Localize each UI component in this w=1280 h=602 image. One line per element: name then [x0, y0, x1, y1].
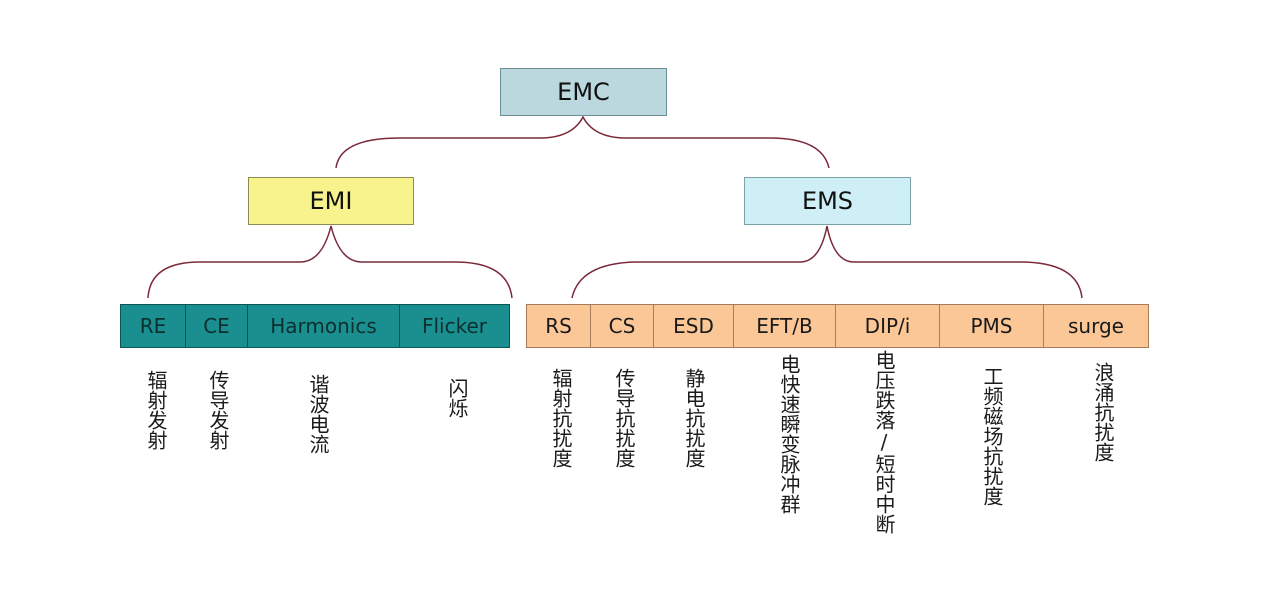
- emi-leaf-re: RE: [120, 304, 186, 348]
- ems-leaf-dipi: DIP/i: [835, 304, 940, 348]
- desc-surge: 浪涌抗扰度: [1091, 362, 1115, 462]
- desc-esd: 静电抗扰度: [682, 368, 706, 468]
- desc-eftb: 电快速瞬变脉冲群: [777, 354, 801, 514]
- connector-emi: [147, 225, 513, 299]
- emi-leaf-flicker: Flicker: [399, 304, 510, 348]
- ems-leaf-rs: RS: [526, 304, 591, 348]
- desc-pms: 工频磁场抗扰度: [980, 366, 1004, 506]
- desc-flicker: 闪烁: [445, 378, 469, 418]
- emc-root-node: EMC: [500, 68, 667, 116]
- connector-emc: [335, 115, 830, 169]
- ems-leaf-cs: CS: [590, 304, 654, 348]
- ems-node: EMS: [744, 177, 911, 225]
- desc-ce: 传导发射: [206, 370, 230, 450]
- desc-cs: 传导抗扰度: [612, 368, 636, 468]
- desc-harmonics: 谐波电流: [306, 374, 330, 454]
- ems-leaf-surge: surge: [1043, 304, 1149, 348]
- emi-node: EMI: [248, 177, 414, 225]
- ems-leaf-esd: ESD: [653, 304, 734, 348]
- emi-leaf-harmonics: Harmonics: [247, 304, 400, 348]
- connector-ems: [571, 225, 1083, 299]
- desc-re: 辐射发射: [144, 370, 168, 450]
- ems-leaf-eftb: EFT/B: [733, 304, 836, 348]
- desc-dipi: 电压跌落/短时中断: [872, 350, 896, 534]
- emi-leaf-ce: CE: [185, 304, 248, 348]
- desc-rs: 辐射抗扰度: [549, 368, 573, 468]
- ems-leaf-pms: PMS: [939, 304, 1044, 348]
